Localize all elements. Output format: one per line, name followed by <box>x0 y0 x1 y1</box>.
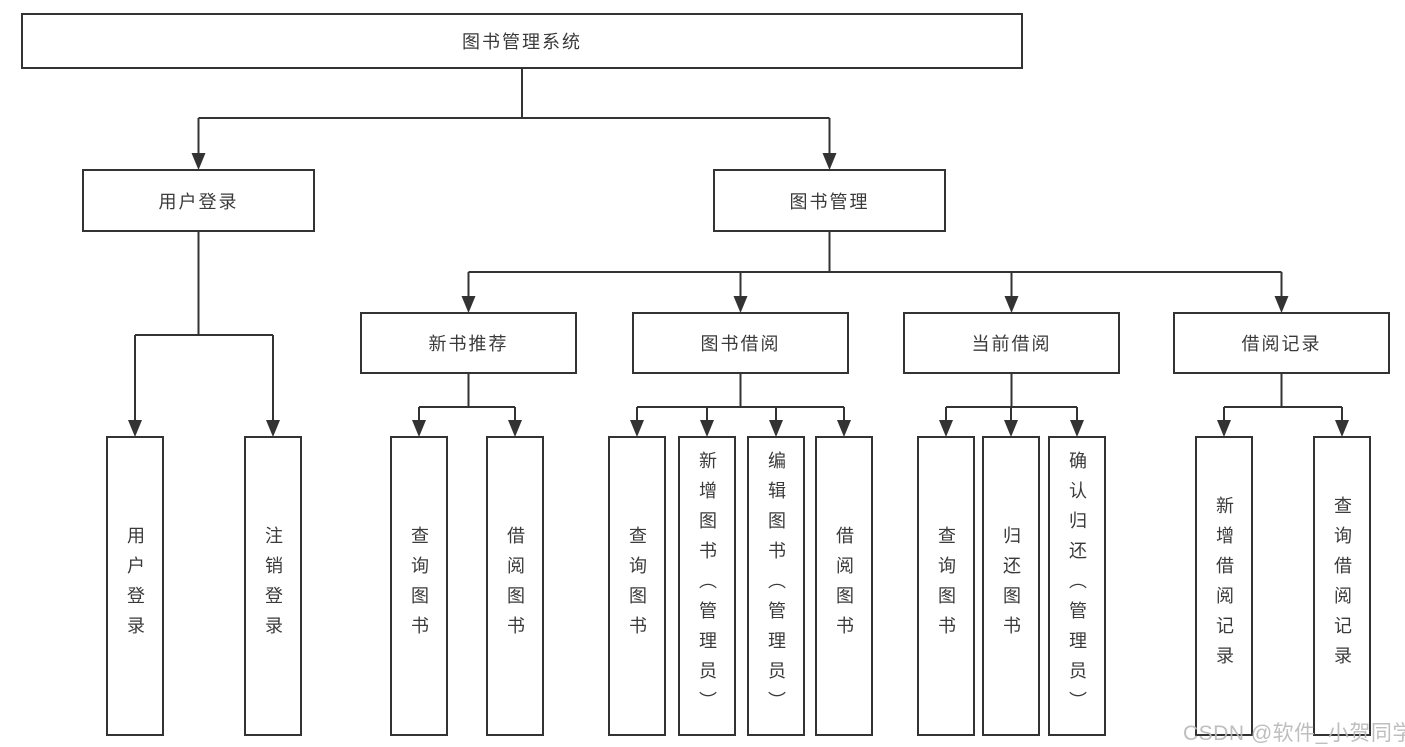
leaf-query-books-borrow: 查询图书 <box>608 436 666 736</box>
leaf-borrow-books: 借阅图书 <box>815 436 873 736</box>
leaf-add-books-admin: 新增图书（管理员） <box>678 436 736 736</box>
leaf-add-borrow-record: 新增借阅记录 <box>1195 436 1253 736</box>
leaf-borrow-books-recommend: 借阅图书 <box>486 436 544 736</box>
leaf-query-books-recommend: 查询图书 <box>390 436 448 736</box>
node-book-management: 图书管理 <box>713 169 946 232</box>
leaf-user-login: 用户登录 <box>106 436 164 736</box>
leaf-query-books-current: 查询图书 <box>917 436 975 736</box>
node-borrow-records: 借阅记录 <box>1173 312 1390 374</box>
leaf-query-borrow-record: 查询借阅记录 <box>1313 436 1371 736</box>
node-new-book-recommend: 新书推荐 <box>360 312 577 374</box>
node-book-borrow: 图书借阅 <box>632 312 849 374</box>
node-user-login: 用户登录 <box>82 169 315 232</box>
leaf-return-books: 归还图书 <box>982 436 1040 736</box>
leaf-logout: 注销登录 <box>244 436 302 736</box>
node-library-system: 图书管理系统 <box>21 13 1023 69</box>
csdn-watermark: CSDN @软件_小贺同学 <box>1183 722 1405 745</box>
leaf-confirm-return-admin: 确认归还（管理员） <box>1048 436 1106 736</box>
node-current-borrow: 当前借阅 <box>903 312 1120 374</box>
leaf-edit-books-admin: 编辑图书（管理员） <box>747 436 805 736</box>
